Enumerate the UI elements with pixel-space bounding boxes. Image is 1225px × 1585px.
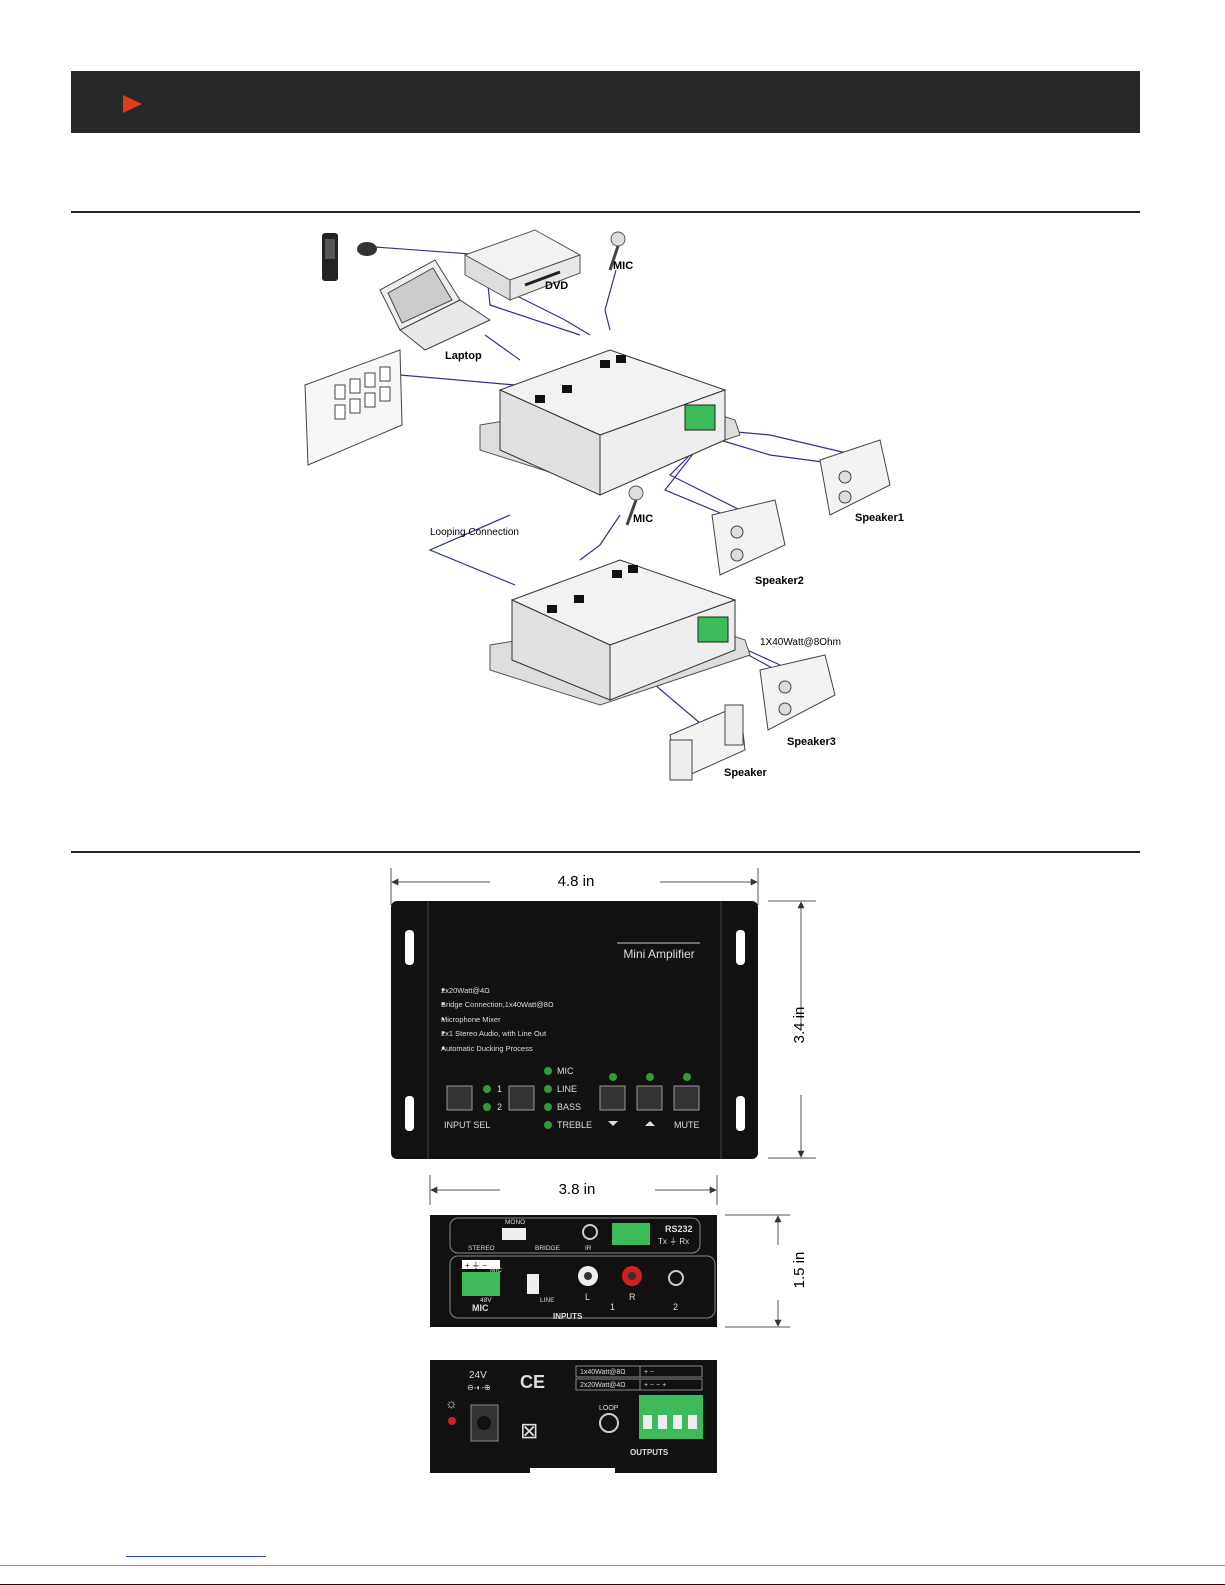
feature-list: 2x20Watt@4Ω Bridge Connection,1x40Watt@8… — [441, 986, 554, 1053]
48v-label: 48V — [480, 1297, 492, 1304]
input-2-label: 2 — [497, 1102, 502, 1112]
play-arrow-icon — [123, 95, 142, 113]
bridge-label: BRIDGE — [535, 1245, 561, 1252]
weee-icon: ⊠ — [520, 1418, 538, 1443]
speaker-4-image — [669, 704, 746, 781]
connection-diagram: DVD MIC Laptop Speaker1 — [304, 229, 904, 781]
rear-output-panel: 24V ⊖-◐-⊕ CE LOOP OUTPUTS ☼ ⊠ 1x40Watt@8… — [430, 1360, 717, 1473]
outputs-label: OUTPUTS — [630, 1448, 669, 1457]
speaker-1-image — [819, 439, 891, 516]
mono-label: MONO — [505, 1219, 525, 1226]
mode-select-button[interactable] — [508, 1085, 535, 1111]
mic-label-1: MIC — [613, 260, 633, 272]
microphone-image-2 — [625, 485, 644, 526]
feature-item: 2x1 Stereo Audio, with Line Out — [441, 1029, 547, 1038]
input-2-jack[interactable] — [668, 1270, 684, 1286]
line-label: LINE — [540, 1297, 555, 1304]
speaker-3-label: Speaker3 — [787, 736, 836, 748]
sun-icon: ☼ — [445, 1395, 458, 1411]
front-width-label: 4.8 in — [558, 873, 595, 890]
stereo-bridge-switch[interactable] — [502, 1228, 526, 1240]
wall-keypad-image — [304, 349, 403, 466]
input-1-num: 1 — [610, 1302, 615, 1312]
mode-treble-label: TREBLE — [557, 1120, 592, 1130]
input-2-num: 2 — [673, 1302, 678, 1312]
ce-mark: CE — [520, 1372, 545, 1392]
amplifier-image-2 — [489, 559, 751, 706]
mode-mic-label: MIC — [557, 1066, 574, 1076]
feature-item: 2x20Watt@4Ω — [441, 986, 490, 995]
down-arrow-icon — [608, 1121, 618, 1126]
mic-terminal[interactable] — [462, 1272, 500, 1296]
panel-title: Mini Amplifier — [623, 947, 694, 961]
loop-label: LOOP — [599, 1405, 619, 1412]
rs232-terminal[interactable] — [612, 1223, 650, 1245]
input-1-label: 1 — [497, 1084, 502, 1094]
loop-jack[interactable] — [599, 1413, 619, 1433]
speaker-2-label: Speaker2 — [755, 575, 804, 587]
txrx-label: Tx ⏚ Rx — [658, 1237, 689, 1246]
mic-switch-label: MIC — [490, 1267, 502, 1274]
dvd-player-image — [463, 229, 582, 301]
voltage-label: 24V — [469, 1370, 487, 1381]
rear-input-panel: MONO STEREO BRIDGE IR MIC 48V LINE RS232… — [430, 1215, 717, 1327]
laptop-label: Laptop — [445, 350, 482, 362]
rear-height-label: 1.5 in — [791, 1252, 808, 1289]
mic-pins-label: + ⏚ − — [465, 1261, 487, 1270]
front-panel: Mini Amplifier 2x20Watt@4Ω Bridge Connec… — [391, 901, 758, 1159]
feature-item: Microphone Mixer — [441, 1015, 501, 1024]
ir-jack[interactable] — [582, 1224, 598, 1240]
mode-line-label: LINE — [557, 1084, 577, 1094]
footer-divider — [0, 1565, 1225, 1566]
stereo-label: STEREO — [468, 1245, 495, 1252]
polarity-label: ⊖-◐-⊕ — [467, 1383, 491, 1392]
bridge-rating-text: 1x40Watt@8Ω — [580, 1369, 626, 1376]
feature-item: Automatic Ducking Process — [441, 1044, 533, 1053]
amplifier-image-1 — [479, 349, 741, 496]
power-led — [448, 1417, 456, 1425]
section-divider-top — [71, 211, 1140, 213]
dimension-drawings: 4.8 in 3.4 in 3.8 in 1.5 in Mini Amplifi… — [390, 868, 816, 1473]
mic-line-switch[interactable] — [527, 1274, 539, 1294]
volume-down-button[interactable] — [599, 1085, 626, 1111]
r-label: R — [629, 1292, 636, 1302]
mode-bass-label: BASS — [557, 1102, 581, 1112]
dvd-label: DVD — [545, 280, 568, 292]
feature-item: Bridge Connection,1x40Watt@8Ω — [441, 1000, 554, 1009]
mic-label-2: MIC — [633, 513, 653, 525]
bridge-rating-label: 1X40Watt@8Ohm — [760, 637, 841, 648]
led-indicators — [483, 1067, 691, 1129]
rear-width-label: 3.8 in — [559, 1181, 596, 1198]
inputs-label: INPUTS — [553, 1312, 583, 1321]
mic-input-label: MIC — [472, 1303, 489, 1313]
ir-label: IR — [585, 1245, 592, 1252]
stereo-polarity-signs: + − − + — [644, 1382, 666, 1389]
section-divider-bottom — [71, 851, 1140, 853]
speaker-2-image — [711, 499, 786, 576]
speaker-3-image — [759, 654, 836, 731]
stereo-rating-text: 2x20Watt@4Ω — [580, 1382, 626, 1389]
microphone-image — [608, 231, 626, 271]
remote-control-image — [322, 233, 377, 281]
looping-connection-label: Looping Connection — [430, 527, 519, 538]
l-label: L — [585, 1292, 590, 1302]
section-header-bar — [71, 71, 1140, 133]
volume-up-button[interactable] — [636, 1085, 663, 1111]
up-arrow-icon — [645, 1121, 655, 1126]
input-select-button[interactable] — [446, 1085, 473, 1111]
footer-link-underline[interactable] — [126, 1556, 266, 1557]
rs232-label: RS232 — [665, 1224, 693, 1234]
speaker-label: Speaker — [724, 767, 768, 779]
bridge-polarity-signs: + − — [644, 1369, 654, 1376]
input-sel-label: INPUT SEL — [444, 1120, 490, 1130]
mount-slot-icons — [405, 930, 745, 1131]
dimension-lines — [390, 868, 816, 1328]
speaker-1-label: Speaker1 — [855, 512, 904, 524]
mute-label: MUTE — [674, 1120, 700, 1130]
laptop-image — [379, 259, 492, 351]
front-height-label: 3.4 in — [791, 1007, 808, 1044]
mute-button[interactable] — [673, 1085, 700, 1111]
